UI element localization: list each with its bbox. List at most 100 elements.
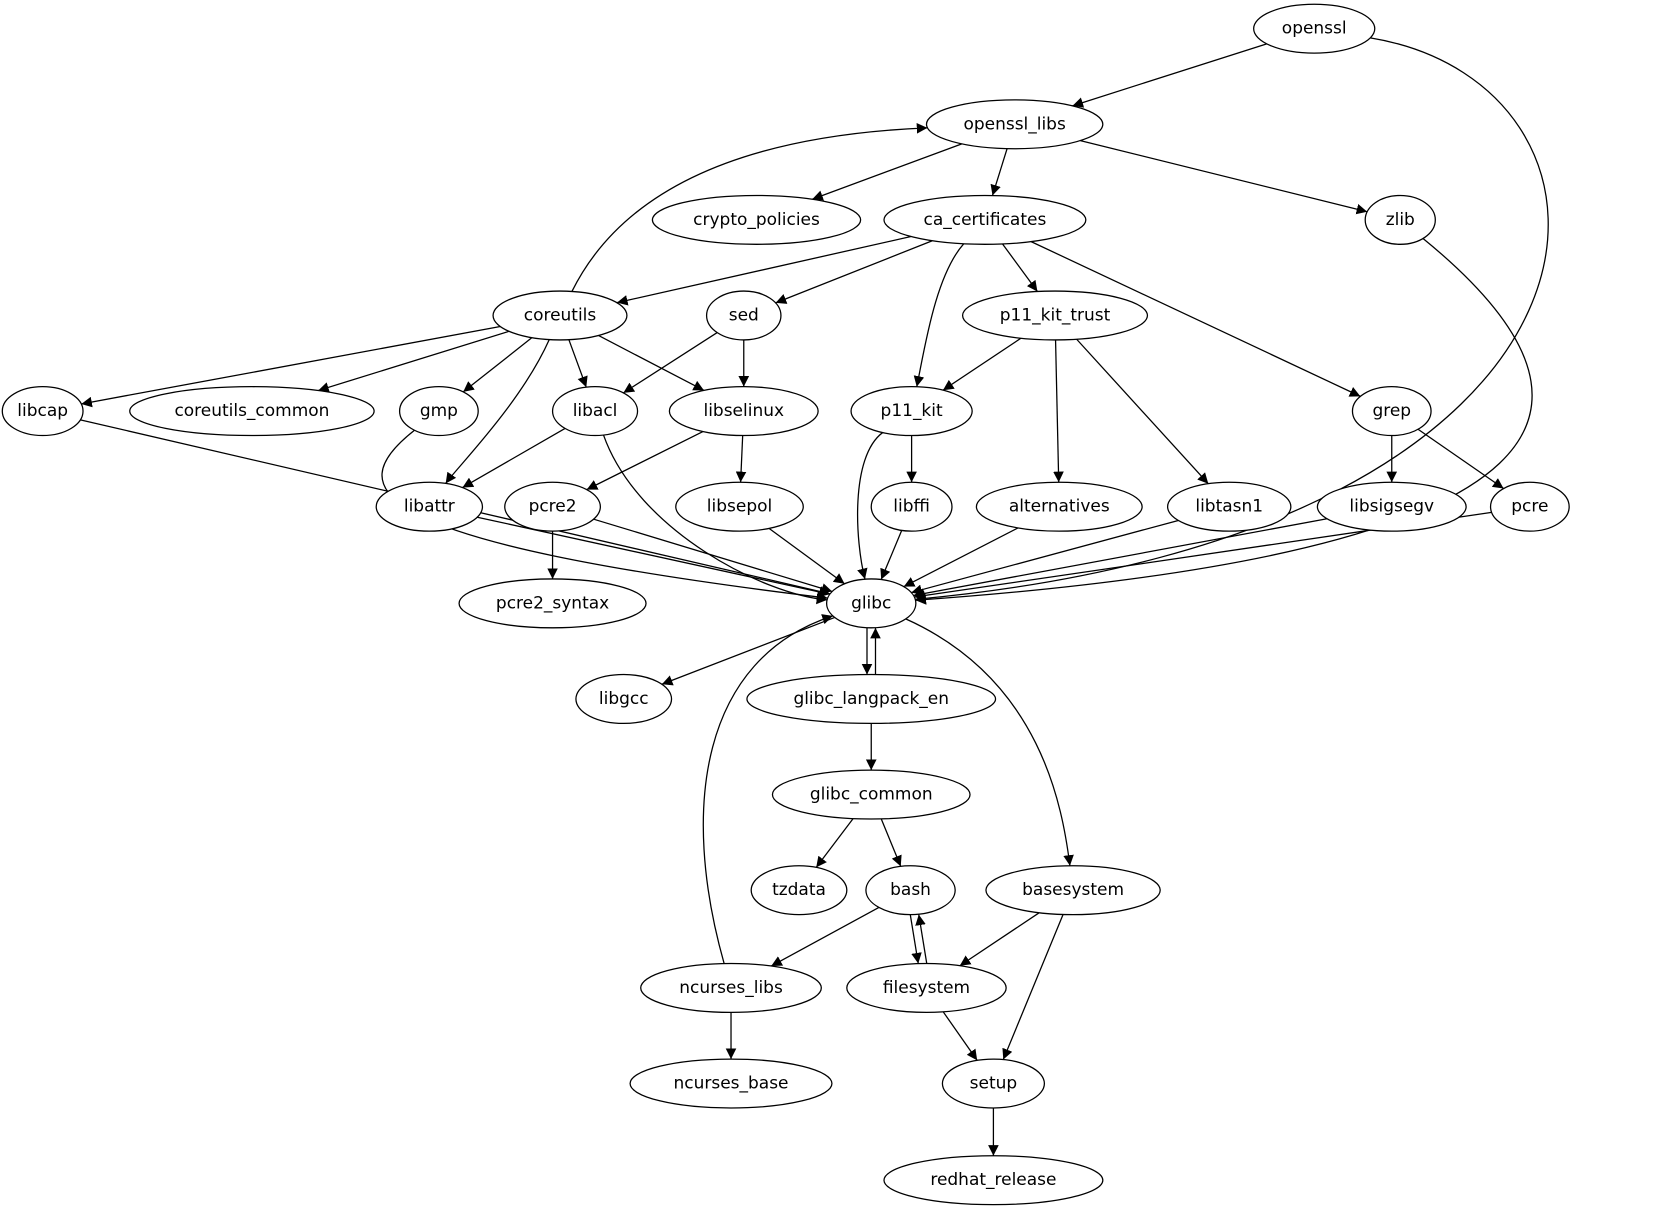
- node-sed: sed: [705, 290, 782, 341]
- node-p11_kit: p11_kit: [850, 386, 973, 437]
- node-label: p11_kit_trust: [1000, 305, 1111, 325]
- node-filesystem: filesystem: [846, 962, 1007, 1013]
- edge-coreutils-to-gmp: [462, 337, 533, 393]
- node-ellipse: [1364, 194, 1436, 245]
- edge-libselinux-to-libsepol: [735, 435, 747, 483]
- node-label: grep: [1372, 401, 1411, 421]
- node-ellipse: [925, 99, 1104, 150]
- node-ellipse: [1166, 481, 1292, 532]
- edge-coreutils-to-openssl_libs: [571, 122, 928, 292]
- edge-ca_certificates-to-p11_kit: [913, 243, 965, 387]
- node-gmp: gmp: [398, 386, 479, 437]
- node-ellipse: [865, 865, 956, 916]
- node-label: ncurses_libs: [679, 978, 783, 998]
- node-label: libattr: [404, 497, 455, 517]
- node-crypto_policies: crypto_policies: [651, 194, 862, 245]
- node-label: coreutils: [524, 305, 597, 325]
- node-libsepol: libsepol: [675, 481, 804, 532]
- node-coreutils: coreutils: [492, 290, 628, 341]
- node-label: openssl_libs: [963, 114, 1066, 134]
- node-ellipse: [883, 194, 1087, 245]
- node-ellipse: [458, 578, 647, 629]
- node-libselinux: libselinux: [668, 386, 819, 437]
- edge-libselinux-to-pcre2: [586, 430, 704, 491]
- node-ellipse: [870, 481, 953, 532]
- edge-glibc_common-to-bash: [880, 818, 902, 867]
- node-alternatives: alternatives: [975, 481, 1143, 532]
- node-label: zlib: [1386, 210, 1415, 230]
- edge-openssl_libs-to-ca_certificates: [990, 148, 1008, 196]
- edge-libsigsegv-to-glibc: [913, 518, 1328, 599]
- node-label: libgcc: [599, 689, 649, 709]
- node-label: basesystem: [1022, 880, 1124, 900]
- node-ellipse: [640, 962, 822, 1013]
- node-ellipse: [675, 481, 804, 532]
- node-coreutils_common: coreutils_common: [129, 386, 375, 437]
- node-label: pcre: [1511, 497, 1548, 517]
- edge-sed-to-libacl: [623, 332, 718, 394]
- edge-alternatives-to-glibc: [903, 527, 1019, 588]
- node-label: libacl: [573, 401, 618, 421]
- node-ellipse: [1351, 386, 1432, 437]
- node-label: bash: [890, 880, 931, 900]
- edge-libtasn1-to-glibc: [911, 519, 1179, 595]
- node-label: sed: [729, 305, 759, 325]
- edge-libsepol-to-glibc: [768, 527, 845, 585]
- edge-libacl-to-libattr: [462, 427, 566, 489]
- node-libattr: libattr: [375, 481, 484, 532]
- edge-glibc-to-basesystem: [905, 618, 1074, 866]
- node-ellipse: [1489, 481, 1570, 532]
- node-ellipse: [883, 1155, 1104, 1206]
- edge-openssl_libs-to-zlib: [1080, 139, 1368, 215]
- node-label: pcre2: [529, 497, 577, 517]
- node-label: redhat_release: [930, 1170, 1056, 1190]
- node-label: crypto_policies: [693, 210, 820, 230]
- node-p11_kit_trust: p11_kit_trust: [961, 290, 1149, 341]
- edge-coreutils-to-libcap: [81, 325, 501, 408]
- node-label: libtasn1: [1195, 497, 1263, 517]
- node-label: libsigsegv: [1349, 497, 1434, 517]
- node-ellipse: [492, 290, 628, 341]
- edge-ca_certificates-to-grep: [1030, 241, 1361, 397]
- edge-glibc_common-to-tzdata: [815, 818, 854, 868]
- node-pcre2_syntax: pcre2_syntax: [458, 578, 647, 629]
- node-ellipse: [129, 386, 375, 437]
- edge-basesystem-to-setup: [1002, 914, 1064, 1060]
- node-ellipse: [846, 962, 1007, 1013]
- node-zlib: zlib: [1364, 194, 1436, 245]
- node-ellipse: [985, 865, 1161, 916]
- edge-openssl-to-openssl_libs: [1072, 43, 1267, 108]
- node-glibc: glibc: [825, 578, 917, 629]
- edge-zlib-to-glibc: [915, 237, 1533, 605]
- node-openssl_libs: openssl_libs: [925, 99, 1104, 150]
- node-label: gmp: [420, 401, 458, 421]
- node-ellipse: [1316, 481, 1467, 532]
- node-setup: setup: [941, 1058, 1046, 1109]
- node-label: libselinux: [703, 401, 784, 421]
- node-basesystem: basesystem: [985, 865, 1161, 916]
- node-label: glibc_langpack_en: [793, 689, 949, 709]
- node-ellipse: [850, 386, 973, 437]
- node-libsigsegv: libsigsegv: [1316, 481, 1467, 532]
- node-pcre2: pcre2: [504, 481, 601, 532]
- edge-ca_certificates-to-sed: [775, 240, 933, 304]
- node-label: openssl: [1282, 19, 1347, 39]
- node-libffi: libffi: [870, 481, 953, 532]
- edge-grep-to-pcre: [1417, 428, 1504, 490]
- edge-glibc-to-libgcc: [661, 616, 836, 686]
- node-label: glibc_common: [810, 785, 933, 805]
- node-openssl: openssl: [1253, 3, 1376, 54]
- edge-coreutils-to-libattr: [445, 339, 550, 484]
- edge-filesystem-to-bash: [915, 914, 928, 964]
- edge-bash-to-filesystem: [909, 914, 922, 964]
- node-label: libcap: [17, 401, 68, 421]
- node-label: glibc: [851, 593, 891, 613]
- node-ellipse: [746, 673, 997, 725]
- edge-basesystem-to-filesystem: [959, 912, 1040, 967]
- node-label: setup: [970, 1074, 1018, 1094]
- node-label: libsepol: [707, 497, 772, 517]
- node-ellipse: [1, 386, 84, 437]
- node-label: ca_certificates: [924, 210, 1047, 230]
- node-label: libffi: [893, 497, 930, 517]
